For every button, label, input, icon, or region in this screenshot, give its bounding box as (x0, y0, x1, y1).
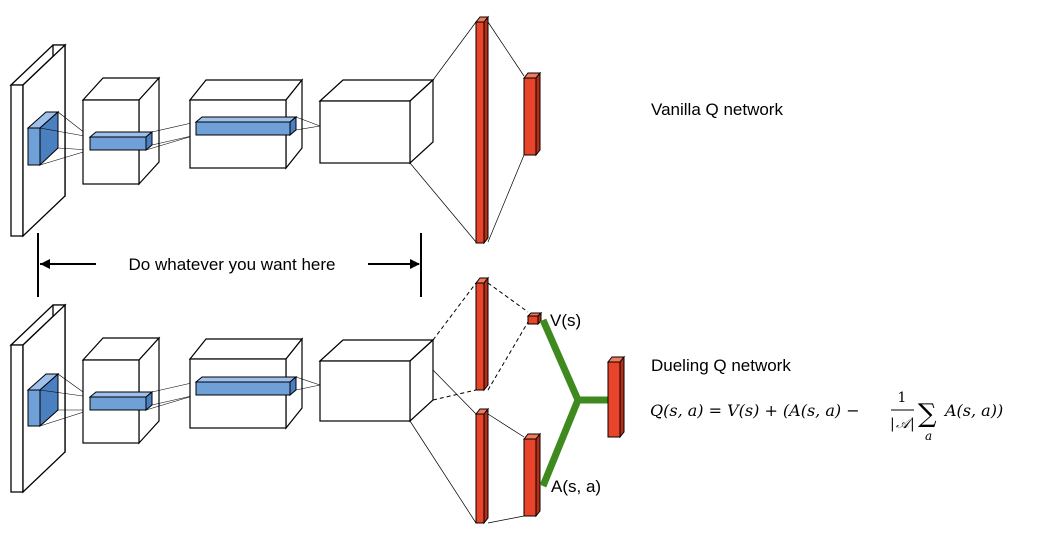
advantage-output-vector (522, 432, 542, 518)
advantage-stream-connections (409, 369, 525, 524)
aggregation-stream (539, 318, 608, 488)
formula-lhs: Q(s, a) = V(s) + (A(s, a) − (650, 401, 860, 420)
formula-frac-num: 1 (898, 390, 907, 406)
formula-rhs: A(s, a)) (943, 401, 1003, 420)
projection-lines-2-dueling (145, 381, 197, 411)
fc-connections-top (409, 21, 525, 243)
shared-bracket (37, 233, 422, 297)
conv-layer-3 (318, 78, 435, 165)
dueling-network (9, 276, 626, 525)
advantage-fc-layer (474, 407, 490, 525)
vanilla-label: Vanilla Q network (651, 100, 783, 119)
advantage-label: A(s, a) (551, 477, 601, 496)
value-output-scalar (526, 311, 543, 326)
conv-layer-3-dueling (318, 338, 435, 423)
formula-sum: ∑ (918, 399, 937, 429)
shared-layers-label: Do whatever you want here (129, 255, 336, 274)
conv-kernel-1-dueling (26, 372, 60, 428)
fc-layer-vanilla (474, 15, 490, 245)
value-stream-connections (432, 282, 529, 401)
projection-lines-3-dueling (295, 376, 321, 391)
projection-lines-3 (295, 116, 321, 131)
q-output-dueling (606, 355, 626, 439)
conv-kernel-2-dueling (88, 390, 154, 412)
dueling-label: Dueling Q network (651, 356, 791, 375)
q-output-vanilla (522, 71, 542, 157)
vanilla-network (9, 15, 542, 245)
formula-frac-den-right: | (910, 416, 915, 432)
conv-layer-1-dueling (81, 336, 161, 445)
conv-kernel-3-dueling (194, 375, 298, 397)
arrow-left-head (40, 259, 50, 269)
projection-lines-2 (145, 121, 197, 151)
value-label: V(s) (550, 311, 581, 330)
formula-frac-den-left: | (890, 416, 895, 432)
formula-sum-index: a (925, 429, 932, 443)
input-frame (9, 43, 67, 238)
conv-kernel-3 (194, 115, 298, 137)
dueling-formula: Q(s, a) = V(s) + (A(s, a) − 1 | 𝒜 | ∑ a … (650, 390, 1003, 443)
conv-layer-1 (81, 76, 161, 186)
value-fc-layer (474, 276, 490, 392)
formula-frac-den-sym: 𝒜 (896, 416, 913, 432)
conv-kernel-1 (26, 110, 60, 167)
conv-kernel-2 (88, 130, 154, 152)
